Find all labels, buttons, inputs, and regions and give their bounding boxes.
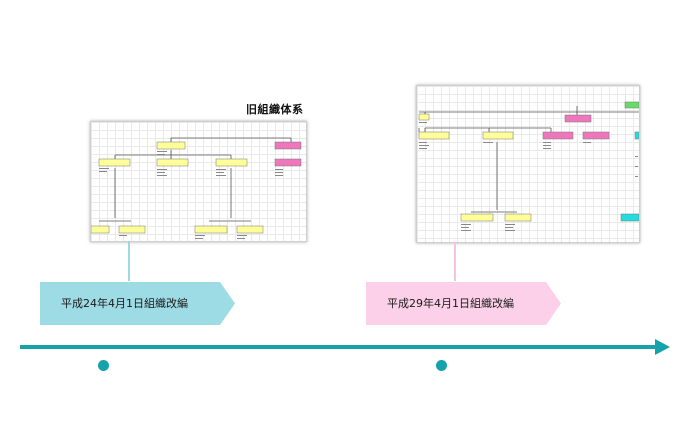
org-chart-2012-drawing: [91, 137, 302, 239]
old-system-title: 旧組織体系: [246, 103, 304, 116]
org-chart-thumbnail-2017: [416, 85, 640, 243]
org-chart-thumbnail-2012: [90, 121, 307, 242]
timeline-point-2012: [98, 360, 109, 371]
milestone-banner-2017: 平成29年4月1日組織改編: [366, 282, 561, 325]
milestone-label-2017: 平成29年4月1日組織改編: [387, 297, 514, 310]
timeline-arrow-icon: [655, 339, 670, 355]
timeline-axis: [20, 345, 656, 349]
connector-line-2017: [454, 242, 456, 281]
connector-line-2012: [128, 241, 130, 281]
milestone-label-2012: 平成24年4月1日組織改編: [61, 297, 188, 310]
milestone-banner-2012: 平成24年4月1日組織改編: [40, 282, 235, 325]
org-chart-2017-drawing: [418, 101, 639, 231]
timeline-point-2017: [436, 360, 447, 371]
